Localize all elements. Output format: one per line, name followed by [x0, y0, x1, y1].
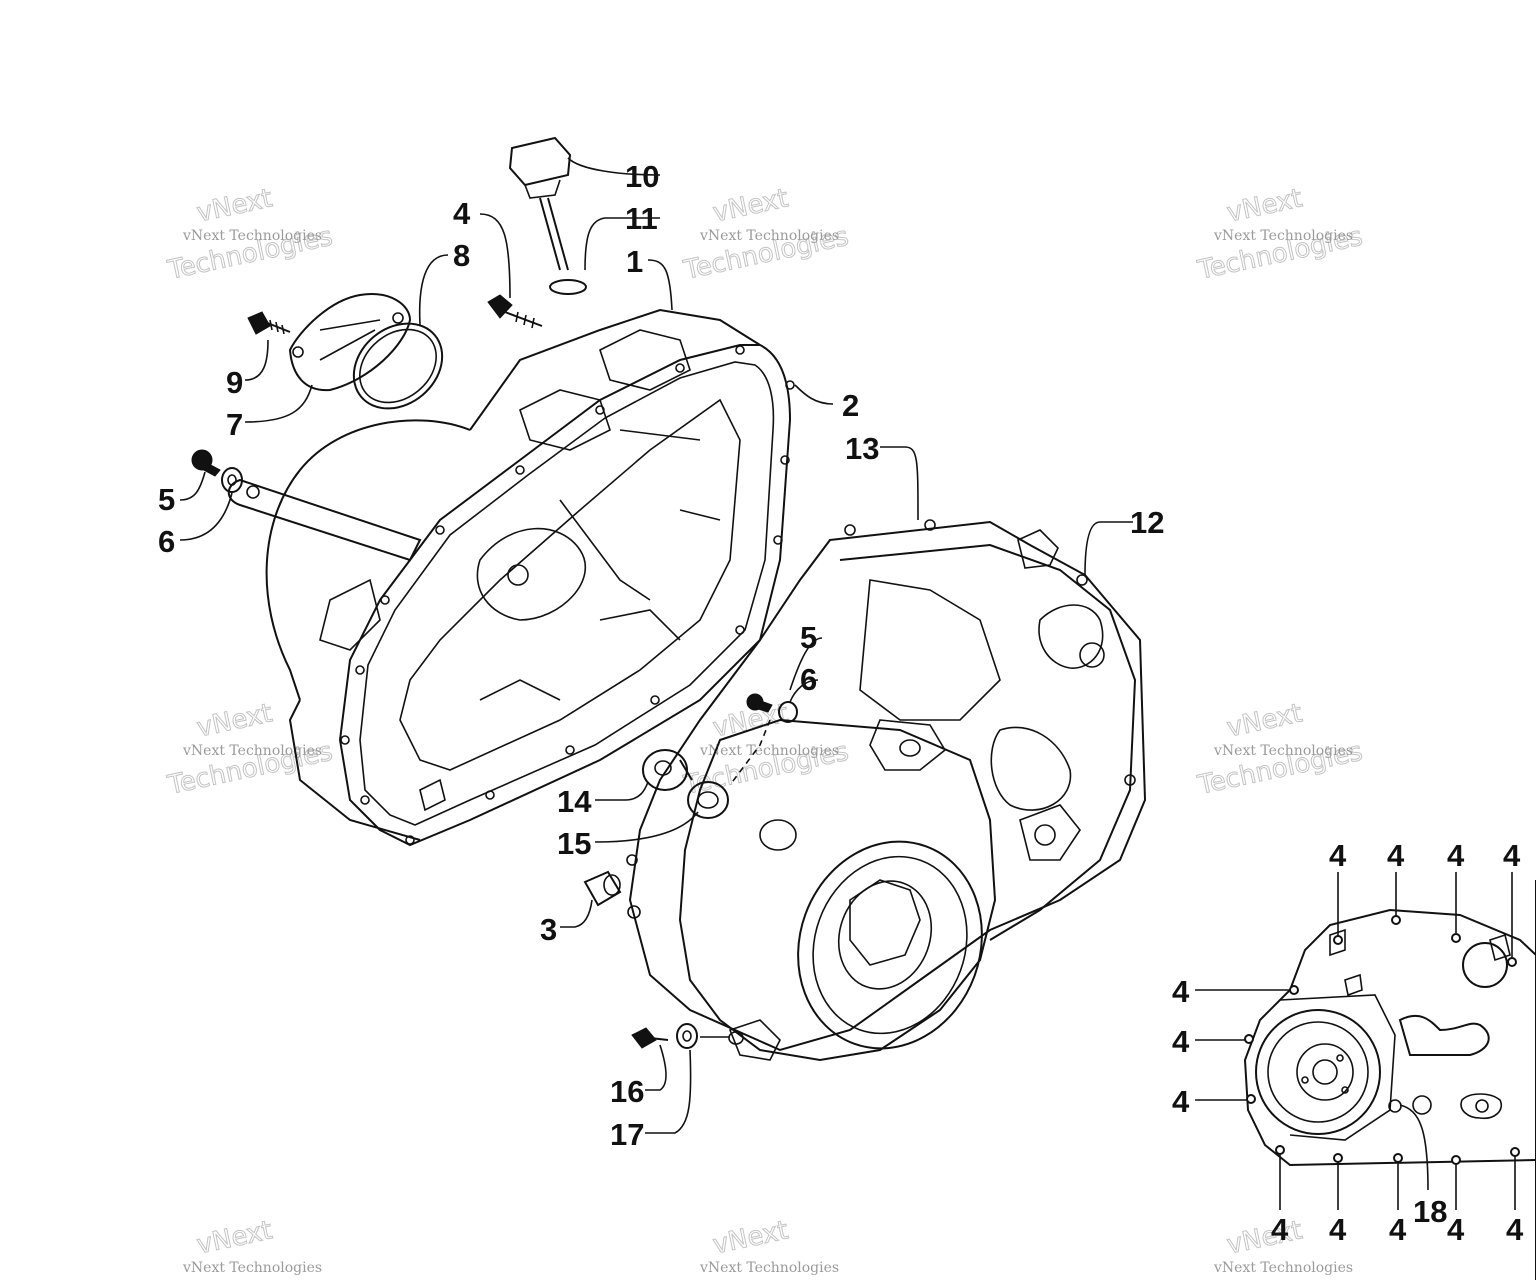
svg-text:vNext: vNext [1224, 1215, 1305, 1260]
dipstick-o-ring [549, 279, 587, 295]
washer-17 [676, 1023, 698, 1049]
washer-left [221, 467, 243, 493]
callout-17: 17 [610, 1117, 644, 1152]
left-cover-bolt-holes [340, 345, 795, 845]
callout-4-top: 4 [453, 196, 471, 231]
svg-text:vNext: vNext [710, 183, 791, 228]
bolt-9 [247, 311, 291, 335]
callout-16: 16 [610, 1074, 644, 1109]
callout-8: 8 [453, 238, 470, 273]
callout-2: 2 [842, 388, 859, 423]
watermark-text-5: vNext Technologies [699, 743, 839, 759]
callout-13: 13 [845, 431, 879, 466]
inset-callout-top-2: 4 [1387, 838, 1405, 873]
watermark-text-8: vNext Technologies [699, 1260, 839, 1276]
callout-5-mid: 5 [800, 620, 817, 655]
svg-text:vNext: vNext [194, 698, 275, 743]
watermark-text-1: vNext Technologies [182, 228, 322, 244]
inset-callout-top-4: 4 [1503, 838, 1521, 873]
callout-14: 14 [557, 784, 592, 819]
watermark-text-4: vNext Technologies [182, 743, 322, 759]
watermark-8: vNext [710, 1215, 792, 1261]
callout-11: 11 [625, 201, 658, 236]
watermark-text-7: vNext Technologies [182, 1260, 322, 1276]
callout-15: 15 [557, 826, 591, 861]
svg-text:vNext: vNext [194, 1215, 275, 1260]
inset-callout-top-3: 4 [1447, 838, 1465, 873]
inset-callout-bottom-1: 4 [1271, 1212, 1289, 1247]
watermark-text-9: vNext Technologies [1213, 1260, 1353, 1276]
callout-1: 1 [626, 244, 643, 279]
drain-bolt-left [191, 449, 221, 477]
inset-cover-view [1195, 872, 1536, 1280]
inset-callout-top-1: 4 [1329, 838, 1347, 873]
bolt-4-top [487, 294, 543, 329]
svg-text:vNext: vNext [1224, 183, 1305, 228]
dipstick [508, 136, 572, 271]
watermark-9: vNext [1224, 1215, 1306, 1261]
callout-3: 3 [540, 912, 557, 947]
svg-text:vNext: vNext [710, 1215, 791, 1260]
inset-callout-bottom-4: 4 [1447, 1212, 1465, 1247]
watermark-text-2: vNext Technologies [699, 228, 839, 244]
callout-5-left: 5 [158, 482, 175, 517]
watermark-7: vNext [194, 1215, 276, 1261]
watermark-text-3: vNext Technologies [1213, 228, 1353, 244]
assembly-line-mid [729, 719, 771, 786]
plug-14 [642, 749, 693, 791]
seal-15 [687, 781, 729, 819]
inset-callout-left-2: 4 [1172, 1024, 1190, 1059]
bolt-16 [631, 1027, 669, 1049]
left-crankcase-cover [227, 308, 795, 847]
o-ring-gasket [352, 322, 444, 410]
callout-12: 12 [1130, 505, 1164, 540]
callout-labels: 10 11 4 8 1 9 7 2 13 5 6 12 5 6 14 15 3 … [158, 159, 1524, 1247]
svg-text:vNext: vNext [194, 183, 275, 228]
drain-bolt-mid [746, 693, 773, 713]
leader-lines [179, 157, 1133, 1134]
watermark-text-6: vNext Technologies [1213, 743, 1353, 759]
right-crankcase-cover [626, 519, 1147, 1062]
inset-callout-bottom-2: 4 [1329, 1212, 1347, 1247]
callout-6-mid: 6 [800, 662, 817, 697]
callout-9: 9 [226, 365, 243, 400]
dowel-pin [583, 870, 622, 907]
callout-6-left: 6 [158, 524, 175, 559]
inset-callout-bottom-5: 4 [1506, 1212, 1524, 1247]
inset-bolt-points [1244, 915, 1520, 1165]
inset-callout-18: 18 [1413, 1194, 1447, 1229]
callout-7: 7 [226, 407, 243, 442]
inset-callout-left-3: 4 [1172, 1084, 1190, 1119]
svg-text:vNext: vNext [1224, 698, 1305, 743]
inset-callout-left-1: 4 [1172, 974, 1190, 1009]
callout-10: 10 [625, 159, 659, 194]
inset-callout-bottom-3: 4 [1389, 1212, 1407, 1247]
inspection-cover [288, 293, 412, 392]
washer-mid [778, 701, 798, 723]
